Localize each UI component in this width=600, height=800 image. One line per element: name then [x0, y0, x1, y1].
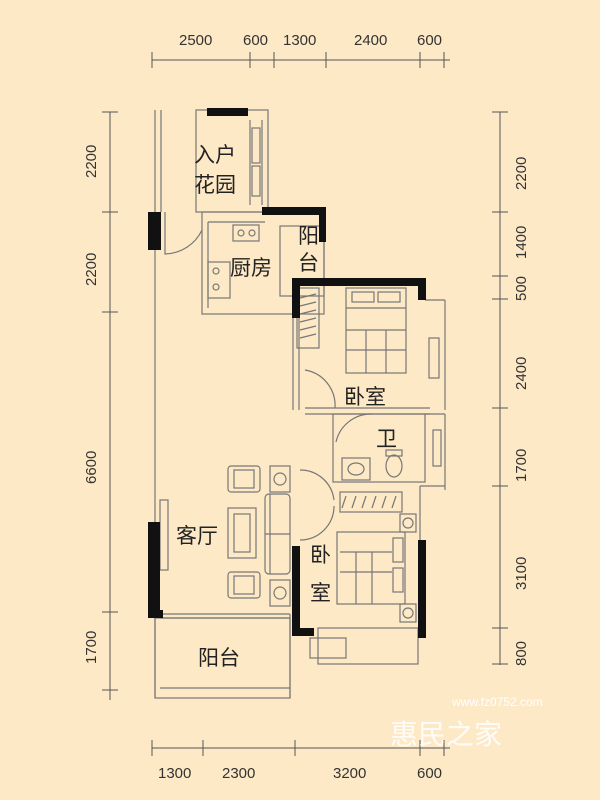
dim-left-4: 1700	[83, 631, 100, 664]
dim-right-2: 1400	[513, 226, 530, 259]
dim-right-5: 1700	[513, 449, 530, 482]
dimension-labels-left: 2200 2200 6600 1700	[83, 145, 100, 664]
dim-top-1: 2500	[179, 32, 212, 49]
room-labels: 入户 花园 厨房 阳 台 卧室 卫 客厅 卧 室 阳台	[176, 143, 397, 670]
dim-right-6: 3100	[513, 557, 530, 590]
dimension-lines	[102, 52, 508, 756]
dim-bottom-3: 3200	[333, 765, 366, 782]
label-bathroom: 卫	[376, 427, 397, 451]
dim-bottom-1: 1300	[158, 765, 191, 782]
dim-right-1: 2200	[513, 157, 530, 190]
label-balcony-small-2: 台	[298, 251, 319, 275]
dim-left-2: 2200	[83, 253, 100, 286]
label-balcony-small-1: 阳	[298, 224, 319, 248]
dim-top-5: 600	[417, 32, 442, 49]
dim-top-4: 2400	[354, 32, 387, 49]
label-bedroom-bottom-1: 卧	[310, 543, 331, 567]
label-balcony-main: 阳台	[198, 646, 240, 670]
dimension-labels-bottom: 1300 2300 3200 600	[158, 765, 442, 782]
dim-top-3: 1300	[283, 32, 316, 49]
dimension-labels-top: 2500 600 1300 2400 600	[179, 32, 442, 49]
label-bedroom-top-2: 室	[365, 385, 386, 409]
label-entry-garden-1: 入户	[194, 143, 236, 167]
label-bedroom-top: 卧室	[344, 385, 386, 409]
dim-bottom-2: 2300	[222, 765, 255, 782]
dim-bottom-4: 600	[417, 765, 442, 782]
dim-left-3: 6600	[83, 451, 100, 484]
watermark-url: www.fz0752.com	[451, 695, 543, 709]
dim-top-2: 600	[243, 32, 268, 49]
dim-right-3: 500	[513, 276, 530, 301]
label-entry-garden-2: 花园	[194, 173, 236, 197]
label-bedroom-bottom-2: 室	[310, 581, 331, 605]
dimension-labels-right: 2200 1400 500 2400 1700 3100 800	[513, 157, 530, 666]
dim-left-1: 2200	[83, 145, 100, 178]
dim-right-4: 2400	[513, 357, 530, 390]
thick-walls	[148, 108, 426, 638]
label-kitchen: 厨房	[230, 256, 272, 280]
dim-right-7: 800	[513, 641, 530, 666]
watermark: www.fz0752.com 惠民之家	[390, 695, 543, 751]
label-living-room: 客厅	[176, 524, 218, 548]
watermark-logo-text: 惠民之家	[390, 718, 502, 751]
label-bedroom-top-1: 卧	[344, 385, 365, 409]
